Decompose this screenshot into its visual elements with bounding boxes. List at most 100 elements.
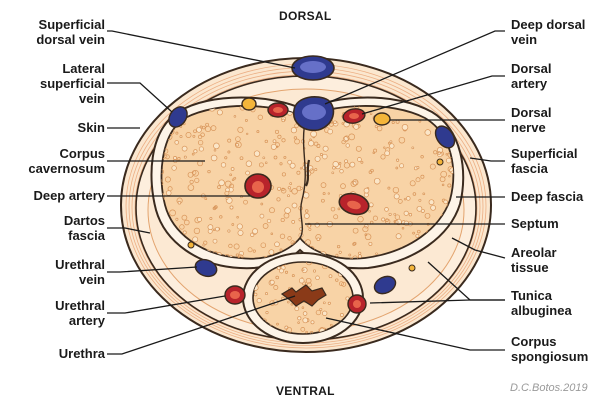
sinusoid-dot (270, 280, 274, 284)
sinusoid-dot (193, 237, 198, 242)
sinusoid-dot (320, 153, 322, 155)
label-superficial-fascia: Superficial fascia (511, 146, 577, 176)
label-lateral-superficial-vein: Lateral superficial vein (40, 61, 105, 106)
sinusoid-dot (336, 254, 338, 256)
sinusoid-dot (448, 100, 450, 102)
sinusoid-dot (263, 157, 265, 159)
sinusoid-dot (210, 217, 212, 219)
sinusoid-dot (303, 312, 307, 316)
sinusoid-dot (275, 242, 280, 247)
sinusoid-dot (173, 156, 176, 159)
sinusoid-dot (292, 203, 297, 208)
sinusoid-dot (323, 146, 328, 151)
sinusoid-dot (302, 267, 307, 272)
sinusoid-dot (182, 146, 187, 151)
sinusoid-dot (417, 167, 419, 169)
sinusoid-dot (203, 244, 205, 246)
sinusoid-dot (291, 128, 296, 133)
dorsal-label: DORSAL (279, 9, 331, 23)
sinusoid-dot (404, 198, 406, 200)
sinusoid-dot (265, 293, 267, 295)
sinusoid-dot (208, 225, 213, 230)
sinusoid-dot (278, 187, 281, 190)
sinusoid-dot (315, 156, 320, 161)
sinusoid-dot (340, 313, 343, 316)
sinusoid-dot (444, 200, 448, 204)
sinusoid-dot (298, 317, 301, 320)
sinusoid-dot (333, 161, 339, 167)
sinusoid-dot (404, 211, 408, 215)
sinusoid-dot (364, 188, 369, 193)
sinusoid-dot (180, 136, 182, 138)
sinusoid-dot (219, 180, 225, 186)
sinusoid-dot (340, 169, 344, 173)
sinusoid-dot (287, 301, 289, 303)
sinusoid-dot (425, 130, 431, 136)
sinusoid-dot (166, 191, 171, 196)
label-urethra: Urethra (59, 346, 105, 361)
label-deep-fascia: Deep fascia (511, 189, 583, 204)
sinusoid-dot (213, 239, 217, 243)
sinusoid-dot (400, 164, 404, 168)
sinusoid-dot (389, 213, 391, 215)
label-superficial-dorsal-vein: Superficial dorsal vein (36, 17, 105, 47)
urethral-artery-left-lumen (230, 291, 240, 299)
sinusoid-dot (417, 206, 422, 211)
sinusoid-dot (295, 307, 299, 311)
sinusoid-dot (357, 158, 361, 162)
sinusoid-dot (282, 119, 285, 122)
sinusoid-dot (290, 183, 292, 185)
sinusoid-dot (194, 150, 197, 153)
sinusoid-dot (322, 311, 327, 316)
sinusoid-dot (394, 213, 396, 215)
sinusoid-dot (350, 162, 355, 167)
label-skin: Skin (78, 120, 105, 135)
sinusoid-dot (285, 208, 291, 214)
sinusoid-dot (197, 217, 201, 221)
label-deep-artery: Deep artery (33, 188, 105, 203)
sinusoid-dot (215, 227, 219, 231)
sinusoid-dot (231, 168, 234, 171)
label-dartos-fascia: Dartos fascia (64, 213, 105, 243)
small-nerve-right (409, 265, 415, 271)
sinusoid-dot (439, 99, 442, 102)
sinusoid-dot (176, 218, 178, 220)
sinusoid-dot (236, 143, 239, 146)
ventral-label: VENTRAL (276, 384, 335, 398)
sinusoid-dot (369, 210, 371, 212)
sinusoid-dot (299, 278, 304, 283)
label-septum: Septum (511, 216, 559, 231)
sinusoid-dot (230, 206, 233, 209)
sinusoid-dot (226, 197, 228, 199)
sinusoid-dot (375, 125, 377, 127)
sinusoid-dot (369, 203, 373, 207)
sinusoid-dot (226, 188, 230, 192)
deep-artery-left-lumen (252, 181, 264, 193)
sinusoid-dot (322, 154, 327, 159)
sinusoid-dot (253, 229, 258, 234)
sinusoid-dot (450, 100, 453, 103)
sinusoid-dot (431, 205, 436, 210)
small-nerve-left (188, 242, 194, 248)
sinusoid-dot (290, 163, 295, 168)
sinusoid-dot (409, 213, 412, 216)
sinusoid-dot (288, 195, 290, 197)
sinusoid-dot (300, 187, 302, 189)
sinusoid-dot (290, 190, 292, 192)
sinusoid-dot (419, 199, 421, 201)
sinusoid-dot (175, 141, 179, 145)
sinusoid-dot (390, 144, 395, 149)
sinusoid-dot (429, 200, 434, 205)
sinusoid-dot (172, 166, 177, 171)
dorsal-artery-left-lumen (273, 107, 283, 113)
label-dorsal-nerve: Dorsal nerve (511, 105, 551, 135)
sinusoid-dot (183, 231, 186, 234)
sinusoid-dot (370, 113, 372, 115)
sinusoid-dot (269, 250, 274, 255)
sinusoid-dot (404, 221, 409, 226)
small-vessel-right (437, 159, 443, 165)
sinusoid-dot (369, 242, 372, 245)
dorsal-nerve-left (242, 98, 256, 110)
sinusoid-dot (334, 121, 337, 124)
